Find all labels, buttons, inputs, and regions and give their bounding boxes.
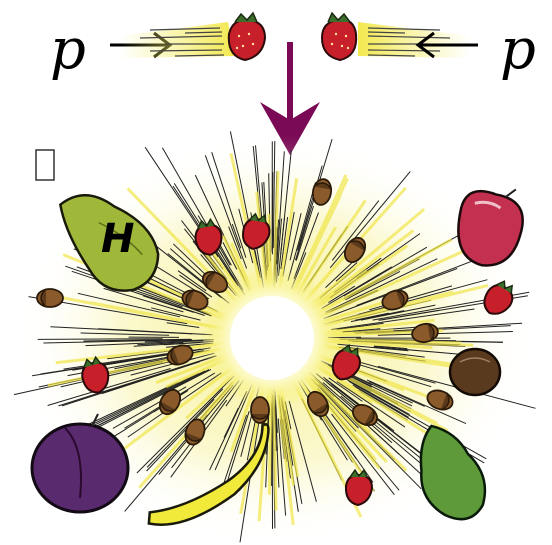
acorn-icon	[37, 289, 63, 307]
proton-label-left: p	[50, 17, 86, 82]
burst-ray	[38, 339, 163, 340]
strawberry-icon	[322, 13, 356, 60]
strawberry-icon	[229, 13, 265, 60]
higgs-label: H	[101, 216, 134, 262]
trail-right	[358, 22, 470, 58]
trail-left	[120, 22, 234, 58]
proton-label-right: p	[500, 17, 536, 82]
kiwi-icon	[450, 349, 500, 395]
acorn-icon	[251, 397, 269, 423]
placeholder-box	[36, 150, 54, 180]
